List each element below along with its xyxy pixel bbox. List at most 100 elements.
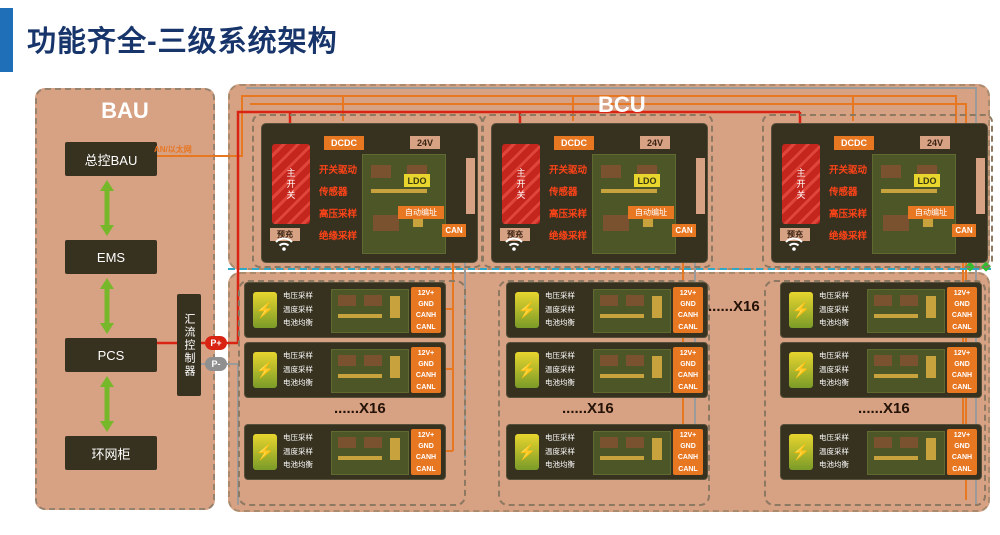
bmu-function: 电压采样 [545,291,575,300]
bmu-function: 温度采样 [283,446,313,456]
node-pcs: PCS [65,338,157,372]
pcb-graphic [331,349,409,393]
auto-address-label: 自动编址 [908,206,954,219]
battery-icon: ⚡ [253,292,277,328]
bcu-panel: BCU 主开关 预充 DCDC 24V 开关驱动 传感器 高压采样 绝缘采样 L [228,84,993,270]
pin-label: GND [680,361,696,369]
can-port: CAN [952,224,976,237]
bmu-function: 温度采样 [283,304,313,314]
pin-connector: 12V+ GND CANH CANL [411,347,441,393]
bmu-function-list: 电压采样 温度采样 电池均衡 [283,431,313,472]
pcb-graphic [593,349,671,393]
pin-label: GND [418,443,434,451]
pin-label: CANH [415,312,437,320]
feature-hv-sampling: 高压采样 [829,209,868,220]
chip-icon [626,355,644,366]
pin-label: CANL [416,383,436,391]
bmu-function: 电池均衡 [819,318,849,327]
feature-insulation-sampling: 绝缘采样 [319,231,358,242]
main-switch-module: 主开关 [272,144,310,224]
bmu-function-list: 电压采样 温度采样 电池均衡 [819,349,849,390]
chip-icon [338,437,356,448]
pin-label: GND [680,443,696,451]
pin-label: CANL [678,323,698,331]
pad-icon [652,296,662,318]
pin-label: 12V+ [679,350,697,357]
feature-hv-sampling: 高压采样 [319,209,358,220]
pin-label: CANH [951,454,973,462]
ldo-chip: LDO [634,174,660,187]
double-arrow-icon [100,278,114,334]
feature-insulation-sampling: 绝缘采样 [829,231,868,242]
bcu-board-frame: 主开关 预充 DCDC 24V 开关驱动 传感器 高压采样 绝缘采样 LDO 自… [252,114,483,268]
pcb-graphic [867,289,945,333]
bmu-module: ⚡ 电压采样 温度采样 电池均衡 12V+ GND CANH CANL [780,342,982,398]
connector-strip [466,158,475,214]
ldo-chip: LDO [404,174,430,187]
bmu-module: ⚡ 电压采样 温度采样 电池均衡 12V+ GND CANH CANL [780,424,982,480]
bmu-function: 电压采样 [283,433,313,442]
bcu-board: 主开关 预充 DCDC 24V 开关驱动 传感器 高压采样 绝缘采样 LDO 自… [771,123,988,263]
bmu-function-list: 电压采样 温度采样 电池均衡 [819,431,849,472]
p-plus-badge: P+ [205,336,227,350]
feature-switch-drive: 开关驱动 [549,165,588,176]
chip-icon [600,355,618,366]
pin-label: CANH [677,372,699,380]
bcu-board: 主开关 预充 DCDC 24V 开关驱动 传感器 高压采样 绝缘采样 LDO 自… [261,123,478,263]
pin-connector: 12V+ GND CANH CANL [411,287,441,333]
title-accent-bar [0,8,13,72]
repeat-x16-label: ......X16 [562,400,614,417]
bmu-function: 电池均衡 [283,460,313,469]
chip-icon [900,355,918,366]
pad-icon [338,374,382,378]
ethernet-label: AN/以太网 [154,145,192,154]
pad-icon [874,456,918,460]
pcb-graphic [867,349,945,393]
bmu-function: 温度采样 [545,304,575,314]
pin-label: CANH [415,454,437,462]
battery-icon: ⚡ [515,292,539,328]
pad-icon [600,456,644,460]
bmu-function: 温度采样 [819,304,849,314]
dcdc-chip: DCDC [834,136,874,150]
page-title: 功能齐全-三级系统架构 [27,26,338,58]
bmu-module: ⚡ 电压采样 温度采样 电池均衡 12V+ GND CANH CANL [780,282,982,338]
bau-title: BAU [101,98,149,123]
repeat-x16-label: ......X16 [708,298,760,315]
pcb-graphic [331,289,409,333]
pin-label: CANH [677,454,699,462]
bmu-function-list: 电压采样 温度采样 电池均衡 [545,431,575,472]
chip-icon [626,437,644,448]
node-ring-cabinet: 环网柜 [65,436,157,470]
24v-label: 24V [640,136,670,149]
chip-icon [900,295,918,306]
pin-connector: 12V+ GND CANH CANL [947,347,977,393]
bmu-function: 电压采样 [819,351,849,360]
pin-label: 12V+ [953,290,971,297]
pad-icon [874,314,918,318]
chip-icon [364,295,382,306]
battery-icon: ⚡ [253,352,277,388]
bmu-function-list: 电压采样 温度采样 电池均衡 [283,289,313,330]
pin-label: 12V+ [679,432,697,439]
double-arrow-icon [100,180,114,236]
p-minus-badge: P- [205,357,227,371]
bmu-module: ⚡ 电压采样 温度采样 电池均衡 12V+ GND CANH CANL [506,342,708,398]
battery-icon: ⚡ [253,434,277,470]
bmu-function-list: 电压采样 温度采样 电池均衡 [819,289,849,330]
pin-connector: 12V+ GND CANH CANL [673,287,703,333]
pcb-graphic [867,431,945,475]
main-switch-module: 主开关 [502,144,540,224]
pin-label: CANH [677,312,699,320]
bmu-function-list: 电压采样 温度采样 电池均衡 [545,349,575,390]
pad-icon [601,189,657,193]
feature-sensor: 传感器 [549,187,578,198]
pcb-graphic [593,289,671,333]
24v-label: 24V [410,136,440,149]
bmu-function: 电池均衡 [819,460,849,469]
pin-label: GND [680,301,696,309]
chip-icon [874,355,892,366]
bmu-function: 温度采样 [819,446,849,456]
pin-label: GND [418,361,434,369]
